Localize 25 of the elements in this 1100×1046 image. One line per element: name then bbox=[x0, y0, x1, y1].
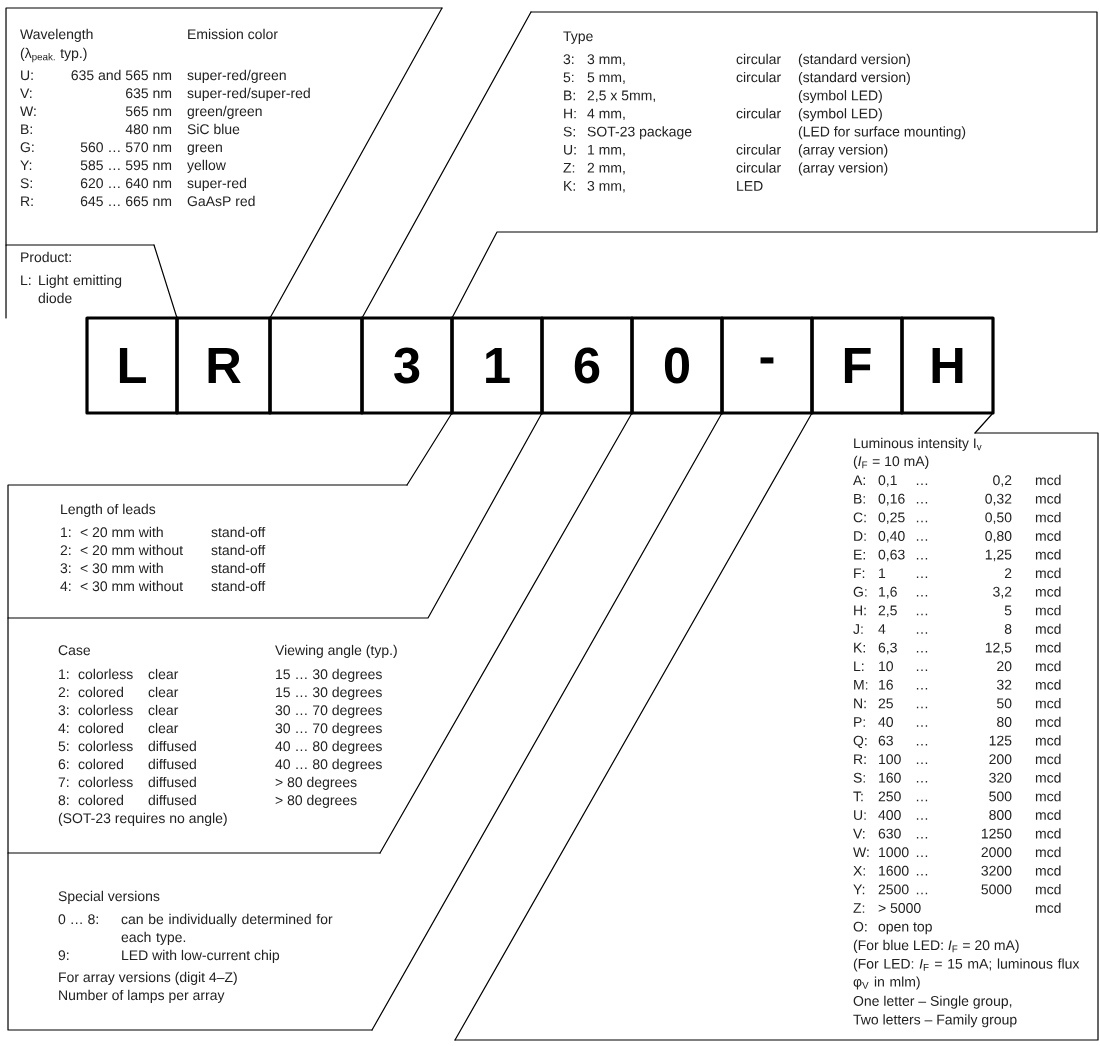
character-box: 6 bbox=[540, 316, 634, 415]
callout-panel: Length of leads 1: < 20 mm with stand-off 2: < 20 mm without stand-off 3: < 30 mm with stand-off 4: < 30 mm without stand-off bbox=[7, 412, 543, 619]
leader-line bbox=[371, 412, 723, 1031]
character-box: 0 bbox=[630, 316, 724, 415]
leader-line bbox=[454, 412, 813, 1041]
callout-panel: Special versions 0 … 8: can be individually determined for each type. 9: LED with low-current chip For array versions (digit 4–Z) Number of lamps per array bbox=[7, 852, 373, 1031]
leader-line bbox=[269, 7, 443, 319]
character-box bbox=[268, 316, 364, 415]
callout-panel: Product: L: Light emitting diode bbox=[5, 244, 155, 319]
character-box: 1 bbox=[450, 316, 544, 415]
leader-line bbox=[974, 412, 994, 434]
callout-panel: Wavelength Emission color (λ$_{peak.}$ typ.) U: 635 and 565 nm super-red/green V: 635 nm super-red/super-red W: 565 nm green/green B: 480 nm SiC blue G: 560 … 570 nm green Y: 585 … 595 nm yellow S: 620 … 640 nm super-red R: 645 … 665 nm GaAsP red bbox=[5, 7, 443, 246]
leader-line bbox=[361, 11, 532, 319]
character-box: L bbox=[85, 316, 179, 415]
leader-line bbox=[406, 412, 453, 486]
character-box: - bbox=[720, 316, 814, 415]
character-box: R bbox=[175, 316, 272, 415]
leader-line bbox=[153, 244, 178, 319]
callout-panel: Case Viewing angle (typ.) 1: colorless clear 15 … 30 degrees 2: colored clear 15 … 30 degrees 3: colorless clear 30 … 70 degrees 4: colored clear 30 … 70 degrees 5: colorless diffused 40 … 80 degrees 6: colored diffused 40 … 80 degrees 7: colorless diffused > 80 degrees 8: colored diffused > 80 degrees (SOT-23 requires no angle) bbox=[7, 617, 397, 854]
leader-line bbox=[379, 412, 633, 854]
character-box: F bbox=[810, 316, 904, 415]
callout-panel: Luminous intensity I$_{v}$ (I$_{F}$ = 10 mA) A: 0,1 … 0,2 mcd B: 0,16 … 0,32 mcd C: 0,25 … 0,50 mcd D: 0,40 … 0,80 mcd E: 0,63 … 1,25 mcd F: 1 … 2 mcd G: 1,6 … 3,2 mcd H: 2,5 … 5 mcd J: 4 … 8 mcd K: 6,3 … 12,5 mcd L: 10 … 20 mcd M: 16 … 32 mcd N: 25 … 50 mcd P: 40 … 80 mcd Q: 63 … 125 mcd R: 100 … 200 mcd S: 160 … 320 mcd T: 250 … 500 mcd U: 400 … 800 mcd V: 630 … 1250 mcd W: 1000 … 2000 mcd X: 1600 … 3200 mcd Y: 2500 … 5000 mcd Z: > 5000 mcd O: open top (For blue LED: I$_{F}$ = 20 mA) (For LED: I$_{F}$ = 15 mA; luminous flux φ$_{V}$ in mlm) One letter – Single group, Two letters – Family group bbox=[454, 432, 1099, 1041]
character-box: H bbox=[900, 316, 995, 415]
callout-panel: Type 3: 3 mm, circular (standard version) 5: 5 mm, circular (standard version) B: 2,5 x 5mm, (symbol LED) H: 4 mm, circular (symbol LED) S: SOT-23 package (LED for surface mounting) U: 1 mm, circular (array version) Z: 2 mm, circular (array version) K: 3 mm, LED bbox=[451, 11, 1098, 319]
character-box: 3 bbox=[360, 316, 454, 415]
